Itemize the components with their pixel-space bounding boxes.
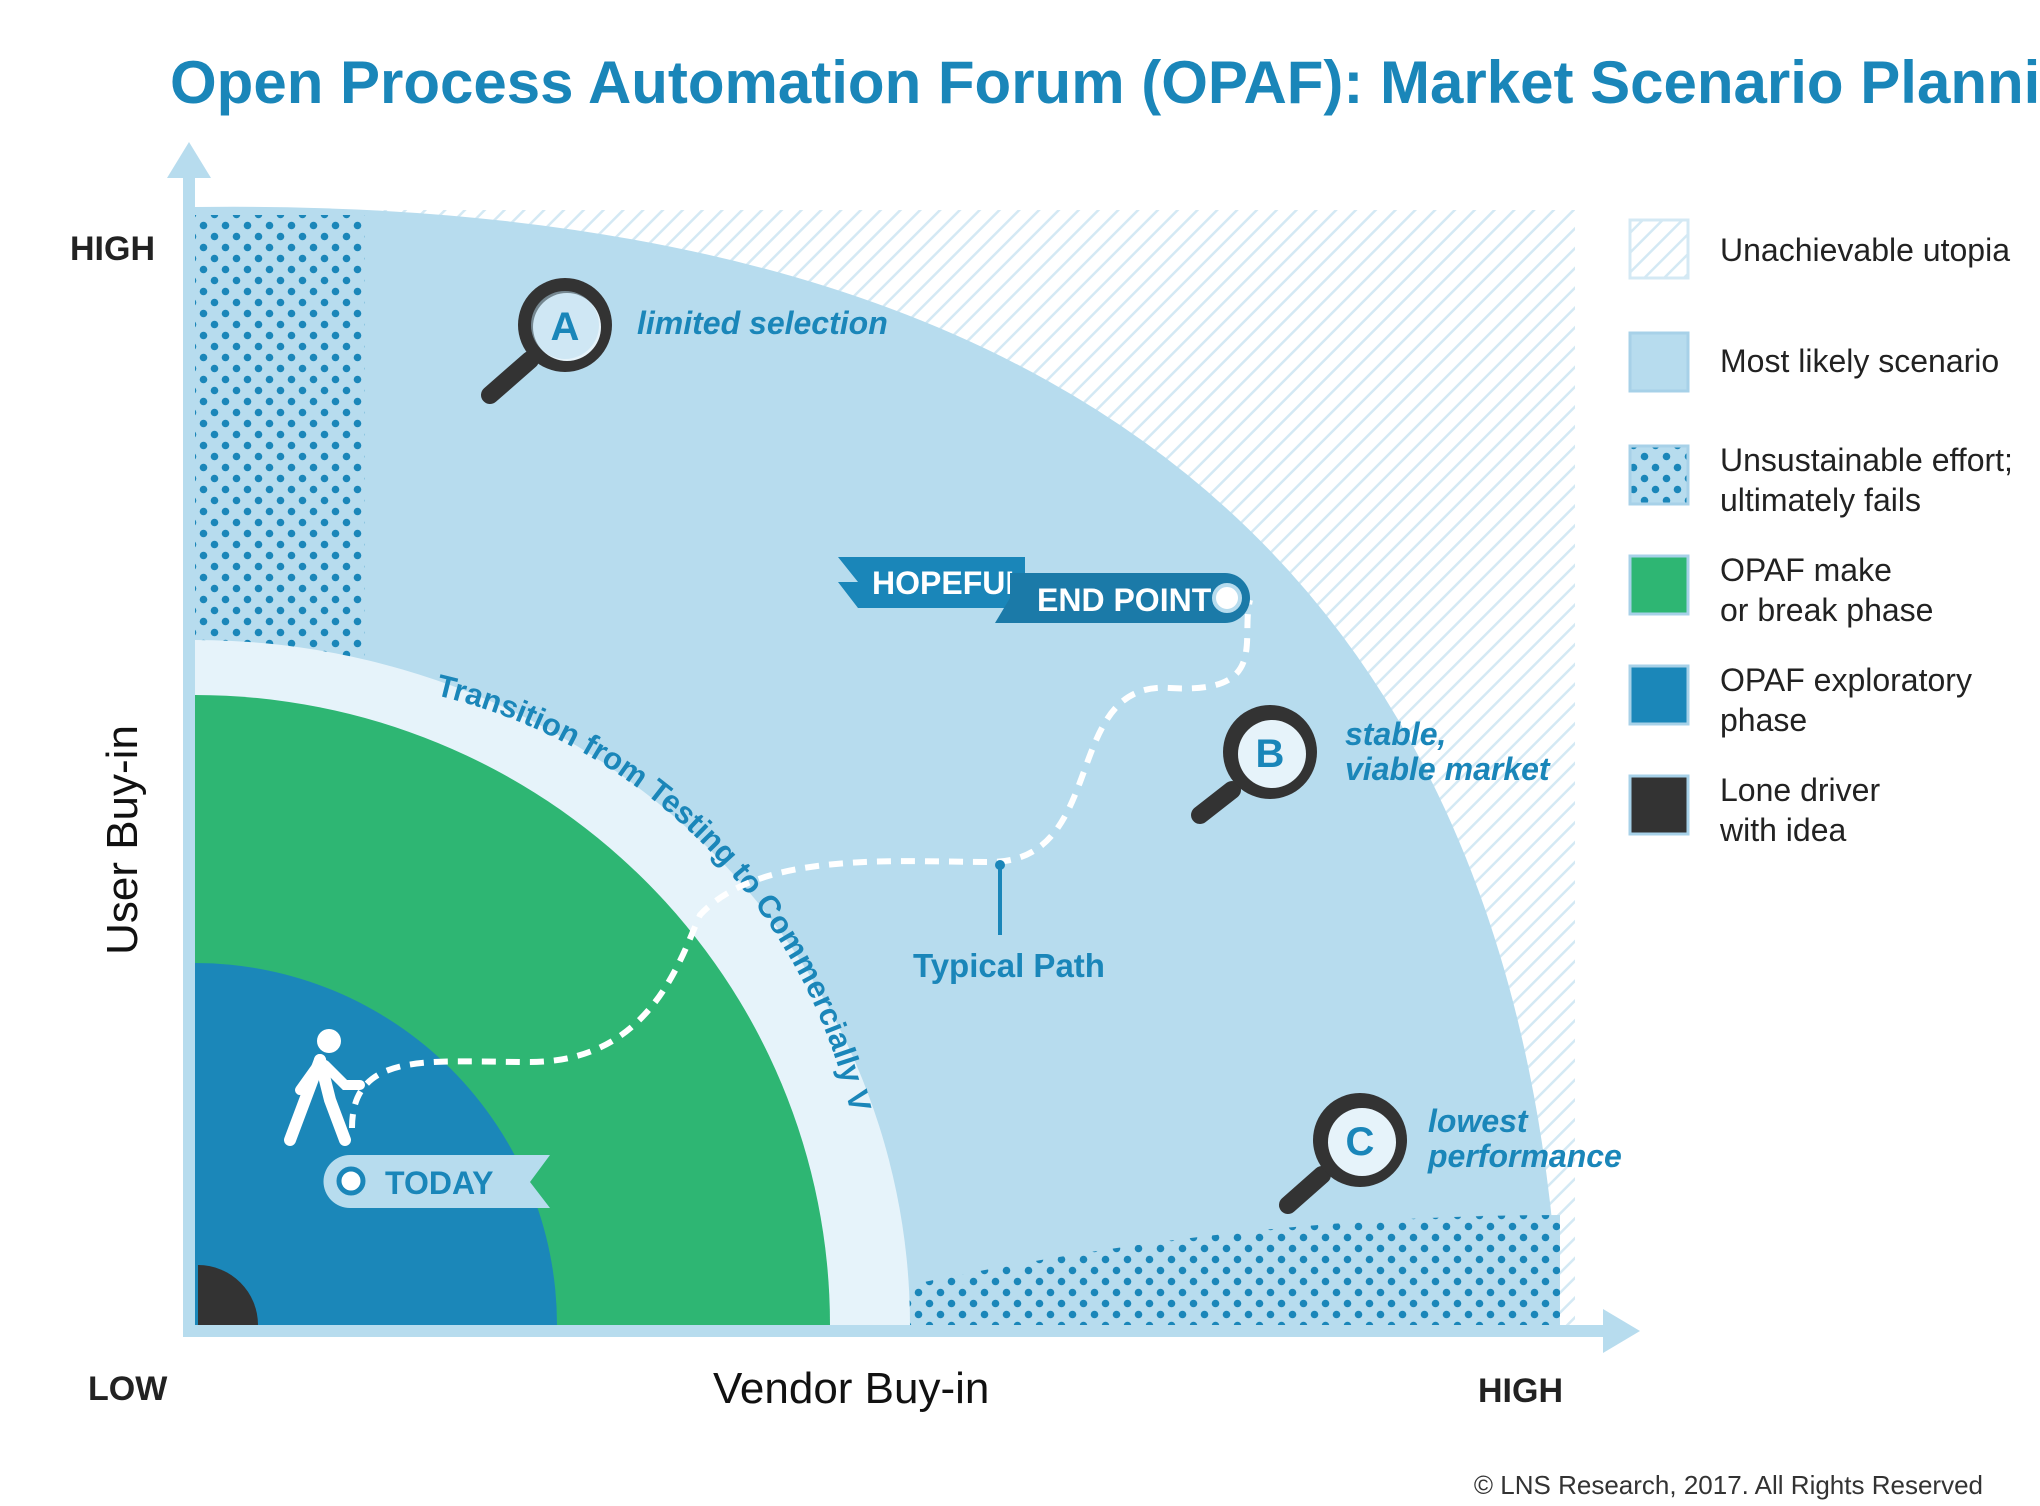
today-marker xyxy=(336,1166,366,1196)
y-axis-title: User Buy-in xyxy=(98,725,147,955)
x-low-label: LOW xyxy=(88,1370,168,1408)
x-axis-title: Vendor Buy-in xyxy=(713,1364,989,1413)
magnifier-a-icon xyxy=(481,278,612,404)
today-tag xyxy=(323,1155,550,1208)
legend-swatch-most-likely xyxy=(1628,331,1690,393)
today-label: TODAY xyxy=(385,1165,493,1201)
lone-driver-region xyxy=(198,1265,258,1325)
legend-swatch-exploratory xyxy=(1628,664,1690,726)
typical-path-line xyxy=(349,599,1253,1129)
legend-label-make-or-break-line1: OPAF make xyxy=(1720,552,1892,588)
unsustainable-vertical-strip xyxy=(195,215,365,715)
magnifier-b-icon xyxy=(1191,705,1317,824)
end-point-tag xyxy=(995,573,1250,623)
x-high-label: HIGH xyxy=(1478,1372,1563,1410)
legend: Unachievable utopia Most likely scenario… xyxy=(1628,218,2013,848)
marker-b-letter: B xyxy=(1256,732,1285,776)
legend-label-exploratory-line2: phase xyxy=(1720,702,1807,738)
marker-c-caption-line1: lowest xyxy=(1428,1103,1529,1139)
typical-path-label: Typical Path xyxy=(913,947,1105,984)
end-point-label: END POINT xyxy=(1037,582,1212,618)
legend-swatch-unsustainable xyxy=(1628,444,1690,506)
legend-label-make-or-break-line2: or break phase xyxy=(1720,592,1933,628)
hopeful-tag xyxy=(838,557,1025,608)
marker-c-caption-line2: performance xyxy=(1427,1138,1622,1174)
y-high-label: HIGH xyxy=(70,230,155,268)
legend-label-exploratory-line1: OPAF exploratory xyxy=(1720,662,1972,698)
marker-a-caption: limited selection xyxy=(637,305,888,341)
legend-label-lone-driver-line1: Lone driver xyxy=(1720,772,1880,808)
end-point-marker xyxy=(1212,583,1242,613)
legend-label-lone-driver-line2: with idea xyxy=(1719,812,1847,848)
unsustainable-horizontal-strip xyxy=(820,1215,1560,1325)
marker-b-caption-line2: viable market xyxy=(1345,751,1551,787)
typical-path-pointer-dot xyxy=(995,860,1005,870)
legend-label-most-likely: Most likely scenario xyxy=(1720,343,1999,379)
legend-label-unsustainable-line2: ultimately fails xyxy=(1720,482,1921,518)
walking-person-icon xyxy=(284,1029,365,1146)
diagram-title: Open Process Automation Forum (OPAF): Ma… xyxy=(170,49,2040,116)
marker-c-letter: C xyxy=(1346,1120,1375,1164)
copyright: © LNS Research, 2017. All Rights Reserve… xyxy=(1474,1470,1983,1500)
legend-swatch-make-or-break xyxy=(1628,554,1690,616)
legend-label-unachievable: Unachievable utopia xyxy=(1720,232,2010,268)
marker-b-caption-line1: stable, xyxy=(1345,716,1446,752)
hopeful-label: HOPEFUL xyxy=(872,565,1025,601)
x-axis xyxy=(183,1309,1640,1353)
marker-a-letter: A xyxy=(551,305,580,349)
legend-label-unsustainable-line1: Unsustainable effort; xyxy=(1720,442,2013,478)
magnifier-c-icon xyxy=(1279,1093,1407,1214)
legend-swatch-lone-driver xyxy=(1628,774,1690,836)
y-axis xyxy=(167,142,211,1335)
exploratory-region xyxy=(195,963,557,1325)
legend-swatch-unachievable xyxy=(1628,218,1690,280)
